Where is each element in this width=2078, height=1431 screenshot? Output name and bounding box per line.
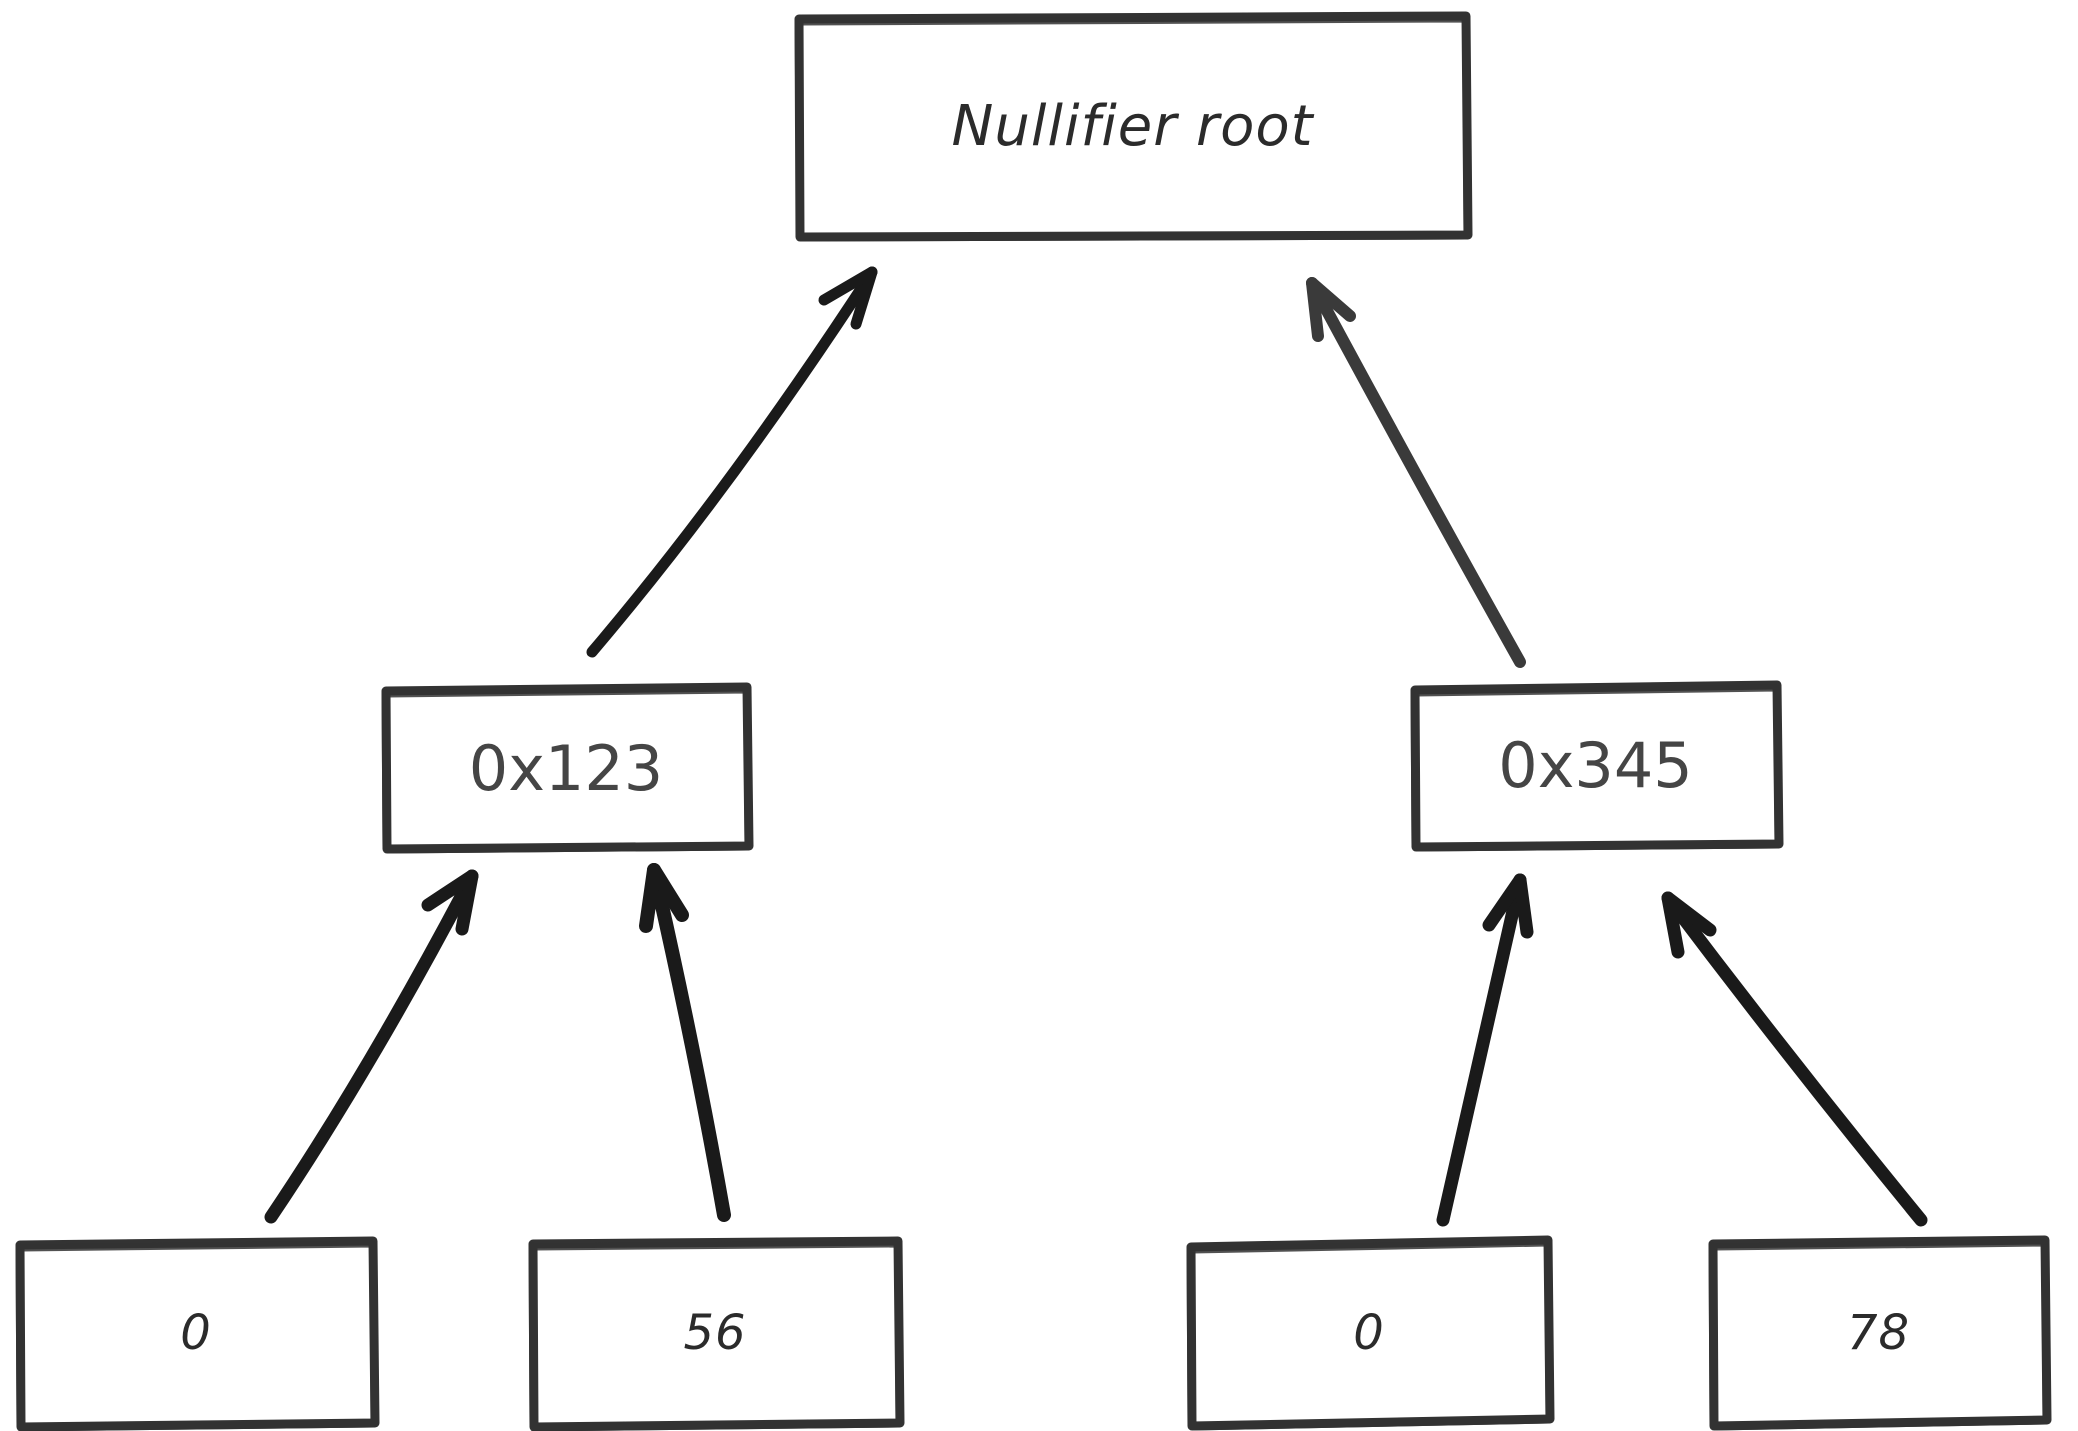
node-box-leaf-4-overdraw: [1708, 1239, 2050, 1431]
edge-midleft-root[interactable]: [586, 266, 878, 658]
node-box-mid-right-overdraw: [1410, 684, 1782, 852]
node-box-leaf-4[interactable]: [1708, 1235, 2052, 1431]
node-box-root-overdraw: [794, 15, 1471, 242]
edge-midleft-root-head: [818, 266, 878, 330]
edge-leaf1-midleft-shaft: [264, 869, 479, 1224]
edge-leaf3-midright[interactable]: [1436, 873, 1534, 1227]
edge-leaf1-midleft[interactable]: [264, 869, 479, 1224]
edge-leaf2-midleft[interactable]: [639, 863, 731, 1222]
node-box-leaf-3[interactable]: [1186, 1235, 1555, 1431]
edge-leaf2-midleft-head: [639, 863, 689, 933]
edge-leaf3-midright-shaft: [1436, 873, 1527, 1227]
edge-midleft-root-shaft: [586, 266, 878, 658]
node-box-leaf-3-overdraw: [1186, 1239, 1553, 1431]
edge-leaf4-midright-shaft: [1661, 891, 1928, 1227]
node-box-mid-left-overdraw: [381, 686, 752, 854]
edge-midright-root[interactable]: [1306, 277, 1526, 668]
edges: [264, 266, 1928, 1227]
edge-leaf2-midleft-shaft: [647, 863, 731, 1222]
edge-leaf4-midright-head: [1661, 891, 1717, 959]
edge-leaf1-midleft-head: [421, 869, 479, 936]
node-box-leaf-2[interactable]: [528, 1236, 905, 1431]
edge-midright-root-shaft: [1306, 277, 1526, 668]
node-boxes: [15, 11, 2052, 1431]
node-box-root[interactable]: [794, 11, 1473, 242]
edge-leaf4-midright[interactable]: [1661, 891, 1928, 1227]
node-box-leaf-1-overdraw: [15, 1240, 378, 1431]
edge-leaf3-midright-head: [1482, 873, 1534, 939]
node-box-mid-right[interactable]: [1410, 680, 1784, 852]
edge-midright-root-head: [1306, 277, 1356, 342]
node-box-leaf-1[interactable]: [15, 1236, 380, 1431]
node-box-leaf-2-overdraw: [528, 1240, 903, 1431]
node-box-mid-left[interactable]: [381, 682, 754, 854]
